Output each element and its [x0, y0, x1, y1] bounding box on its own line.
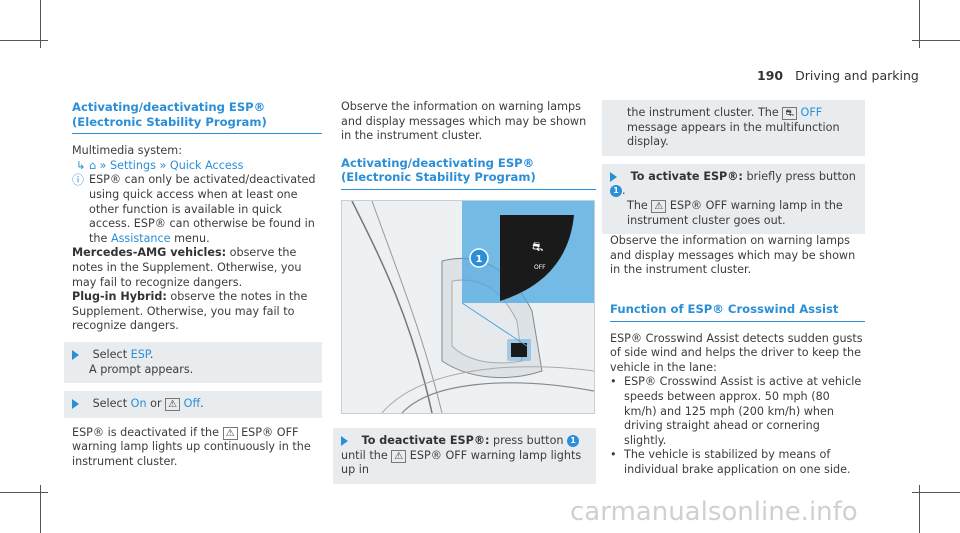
- system-label: Multimedia system:: [72, 144, 182, 158]
- console-illustration: ⛐ OFF 1: [342, 200, 594, 413]
- off-link[interactable]: Off: [183, 397, 201, 411]
- watermark: carmanualsonline.info: [570, 497, 858, 527]
- column-1: Activating/deactivating ESP® (Electronic…: [64, 100, 322, 469]
- esp-warning-icon: ⛐: [782, 107, 797, 120]
- hybrid-label: Plug-in Hybrid:: [72, 290, 167, 304]
- crop-mark: [40, 485, 41, 533]
- section-heading: Function of ESP® Crosswind Assist: [610, 302, 865, 322]
- step-continued: the instrument cluster. The ⛐ OFF messag…: [602, 100, 865, 156]
- deactivate-label: To deactivate ESP®:: [361, 433, 490, 447]
- amg-note: Mercedes-AMG vehicles: observe the notes…: [72, 246, 322, 290]
- page-number: 190: [757, 68, 784, 83]
- chevron-icon: »: [159, 158, 167, 172]
- off-message: OFF: [800, 106, 823, 119]
- deactivated-note: ESP® is deactivated if the ⚠ ESP® OFF wa…: [72, 425, 311, 468]
- info-note: ⓘ ESP® can only be activated/deactivated…: [72, 173, 322, 246]
- crop-mark: [912, 40, 960, 41]
- assistance-link[interactable]: Assistance: [110, 231, 171, 245]
- callout-badge: 1: [567, 434, 580, 447]
- nav-path: ↳ ⌂ » Settings » Quick Access: [72, 159, 322, 174]
- step-select-esp: Select ESP. A prompt appears.: [64, 341, 322, 384]
- column-2: Observe the information on warning lamps…: [333, 100, 596, 484]
- callout-1: 1: [476, 254, 483, 265]
- section-heading: Activating/deactivating ESP® (Electronic…: [72, 100, 322, 135]
- crop-mark: [40, 0, 41, 48]
- step-arrow-icon: [72, 399, 79, 410]
- hybrid-text: observe the notes in the Supplement. Oth…: [72, 290, 308, 333]
- crop-mark: [919, 0, 920, 48]
- step-deactivate: To deactivate ESP®: press button 1 until…: [333, 427, 596, 484]
- chevron-icon: »: [99, 158, 107, 172]
- crop-mark: [912, 492, 960, 493]
- activate-label: To activate ESP®:: [630, 169, 743, 183]
- step-select-on-off: Select On or ⚠ Off.: [64, 391, 322, 418]
- nav-quick-access[interactable]: Quick Access: [169, 158, 244, 172]
- step-arrow-icon: [610, 171, 617, 182]
- esp-off-icon: ⚠: [222, 426, 238, 440]
- esp-off-icon: ⚠: [651, 199, 667, 213]
- console-figure: ⛐ OFF 1: [341, 199, 595, 414]
- esp-link[interactable]: ESP: [130, 347, 150, 361]
- list-item: • ESP® Crosswind Assist is active at veh…: [610, 375, 862, 447]
- svg-text:⛐: ⛐: [532, 240, 543, 255]
- crop-mark: [0, 492, 48, 493]
- bullet-icon: •: [610, 375, 617, 389]
- bullet-icon: •: [610, 448, 617, 462]
- nav-settings[interactable]: Settings: [110, 158, 156, 172]
- info-text-end: menu.: [174, 231, 210, 245]
- observe-text: Observe the information on warning lamps…: [610, 234, 856, 277]
- arrow-icon: ↳: [76, 158, 86, 172]
- list-item: • The vehicle is stabilized by means of …: [610, 448, 851, 476]
- home-icon[interactable]: ⌂: [88, 158, 97, 172]
- intro-text: Observe the information on warning lamps…: [341, 100, 587, 143]
- crosswind-para: ESP® Crosswind Assist detects sudden gus…: [610, 331, 863, 374]
- step-sub: A prompt appears.: [89, 362, 194, 376]
- amg-label: Mercedes-AMG vehicles:: [72, 246, 227, 260]
- step-arrow-icon: [341, 435, 348, 446]
- section-title: Driving and parking: [795, 68, 919, 83]
- step-activate: To activate ESP®: briefly press button 1…: [602, 163, 865, 235]
- callout-badge: 1: [610, 185, 622, 198]
- on-link[interactable]: On: [130, 397, 147, 411]
- off-label: OFF: [534, 264, 546, 271]
- section-heading: Activating/deactivating ESP® (Electronic…: [341, 156, 596, 190]
- info-text: ESP® can only be activated/deactivated u…: [89, 173, 316, 245]
- step-arrow-icon: [72, 349, 79, 360]
- esp-off-icon: ⚠: [391, 449, 407, 463]
- page-header: 190 Driving and parking: [757, 68, 919, 83]
- amg-text: observe the notes in the Supplement. Oth…: [72, 246, 302, 289]
- column-3: the instrument cluster. The ⛐ OFF messag…: [602, 100, 865, 477]
- esp-off-icon: ⚠: [165, 398, 181, 412]
- info-icon: ⓘ: [72, 173, 85, 188]
- hybrid-note: Plug-in Hybrid: observe the notes in the…: [72, 290, 322, 334]
- crop-mark: [0, 40, 48, 41]
- crop-mark: [919, 485, 920, 533]
